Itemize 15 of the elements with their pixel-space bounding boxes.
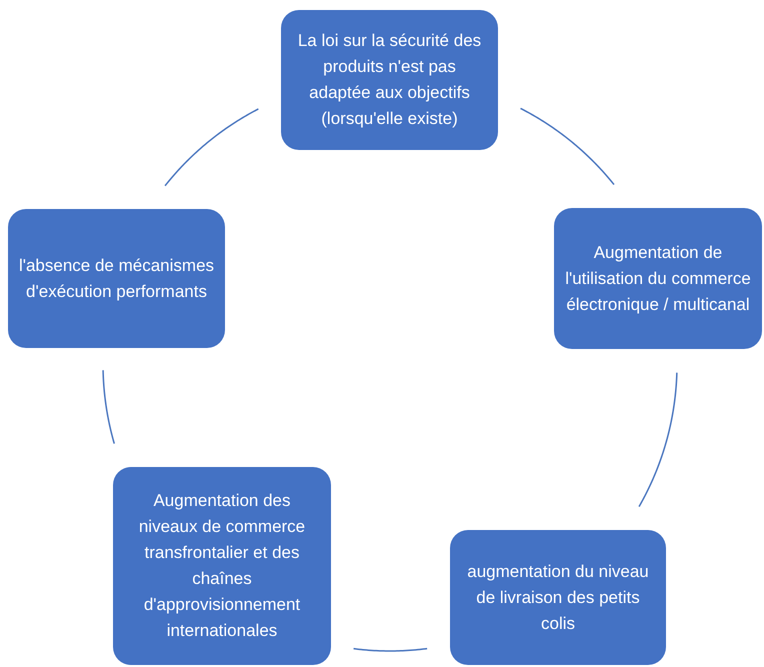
process-box bbox=[8, 209, 225, 348]
process-box bbox=[281, 10, 498, 150]
connector-arc bbox=[520, 108, 615, 186]
box-text: l'absence de mécanismes d'exécution performants bbox=[18, 254, 215, 302]
connector-arc bbox=[102, 370, 115, 444]
box-text: Augmentation de l'utilisation du commerce électronique / multicanal bbox=[564, 242, 752, 316]
process-box bbox=[113, 467, 331, 665]
process-box bbox=[450, 530, 666, 665]
connector-arc bbox=[353, 648, 428, 652]
process-box bbox=[554, 208, 762, 349]
connector-arc bbox=[638, 372, 678, 507]
box-text: La loi sur la sécurité des produits n'est pas adaptée aux objectifs (lorsqu'elle existe) bbox=[296, 30, 482, 130]
connector-arc bbox=[164, 108, 259, 186]
box-text: augmentation du niveau de livraison des petits colis bbox=[466, 560, 650, 634]
box-text: Augmentation des niveaux de commerce transfrontalier et des chaînes d'approvisionnement internationales bbox=[138, 490, 306, 642]
